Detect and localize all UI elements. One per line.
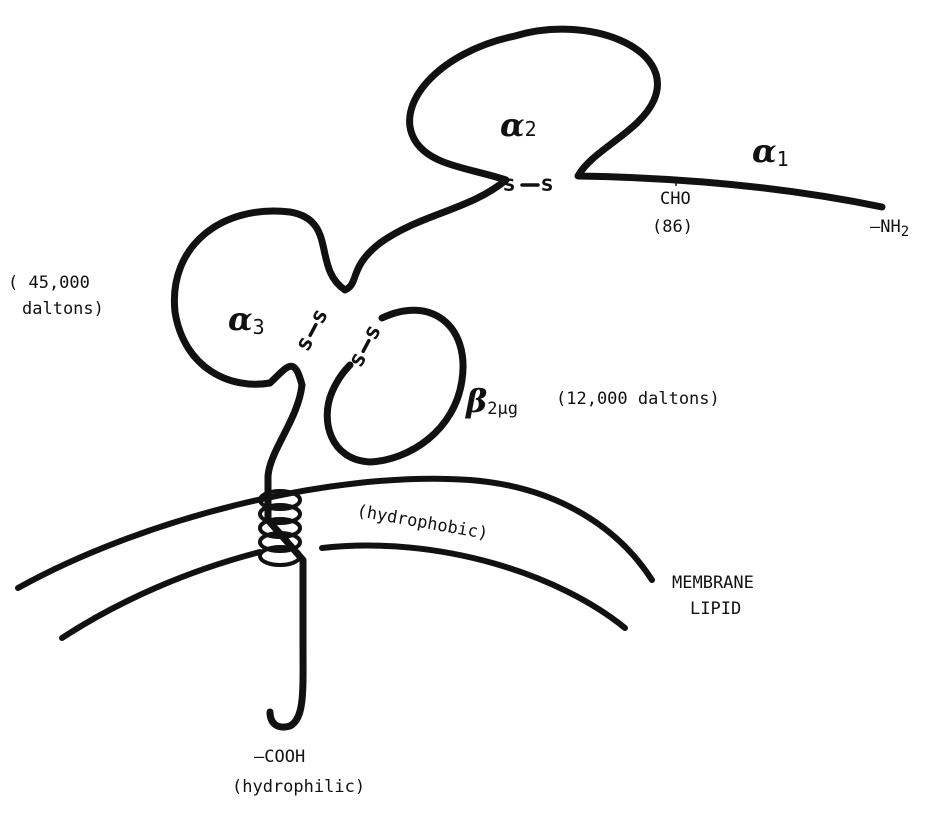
heavy-chain-mass-line1: ( 45,000 [8, 273, 90, 293]
beta2-microglobulin-chain [323, 306, 467, 466]
membrane-outer-leaflet [15, 475, 655, 591]
heavy-chain-mass-line2: daltons) [22, 299, 104, 319]
alpha2-label: α2 [500, 106, 537, 144]
disulfide-s-left: S [503, 176, 515, 196]
alpha3-label: α3 [228, 300, 265, 339]
beta2m-mass-label: (12,000 daltons) [556, 389, 720, 409]
membrane-inner-leaflet-right [319, 542, 628, 631]
svg-text:S: S [362, 323, 385, 343]
hydrophilic-label: (hydrophilic) [232, 777, 365, 797]
membrane-label-line2: LIPID [690, 599, 741, 619]
cho-label: CHO [660, 189, 691, 209]
disulfide-bond-alpha3: S S [295, 307, 333, 355]
svg-text:S: S [309, 307, 332, 327]
nh2-terminus-label: –NH2 [870, 217, 909, 240]
disulfide-bond-beta2m: S S [348, 323, 386, 371]
hydrophobic-label: (hydrophobic) [355, 501, 490, 544]
membrane-inner-leaflet-left [59, 549, 263, 641]
transmembrane-helix [258, 489, 302, 567]
beta2m-label: β2μg [465, 382, 518, 420]
disulfide-s-right: S [541, 176, 553, 196]
membrane-label-line1: MEMBRANE [672, 573, 754, 593]
heavy-chain [170, 25, 886, 731]
cooh-terminus-label: –COOH [254, 747, 305, 767]
alpha1-label: α1 [752, 132, 789, 171]
svg-text:S: S [295, 334, 318, 354]
cho-position-label: (86) [652, 217, 693, 237]
